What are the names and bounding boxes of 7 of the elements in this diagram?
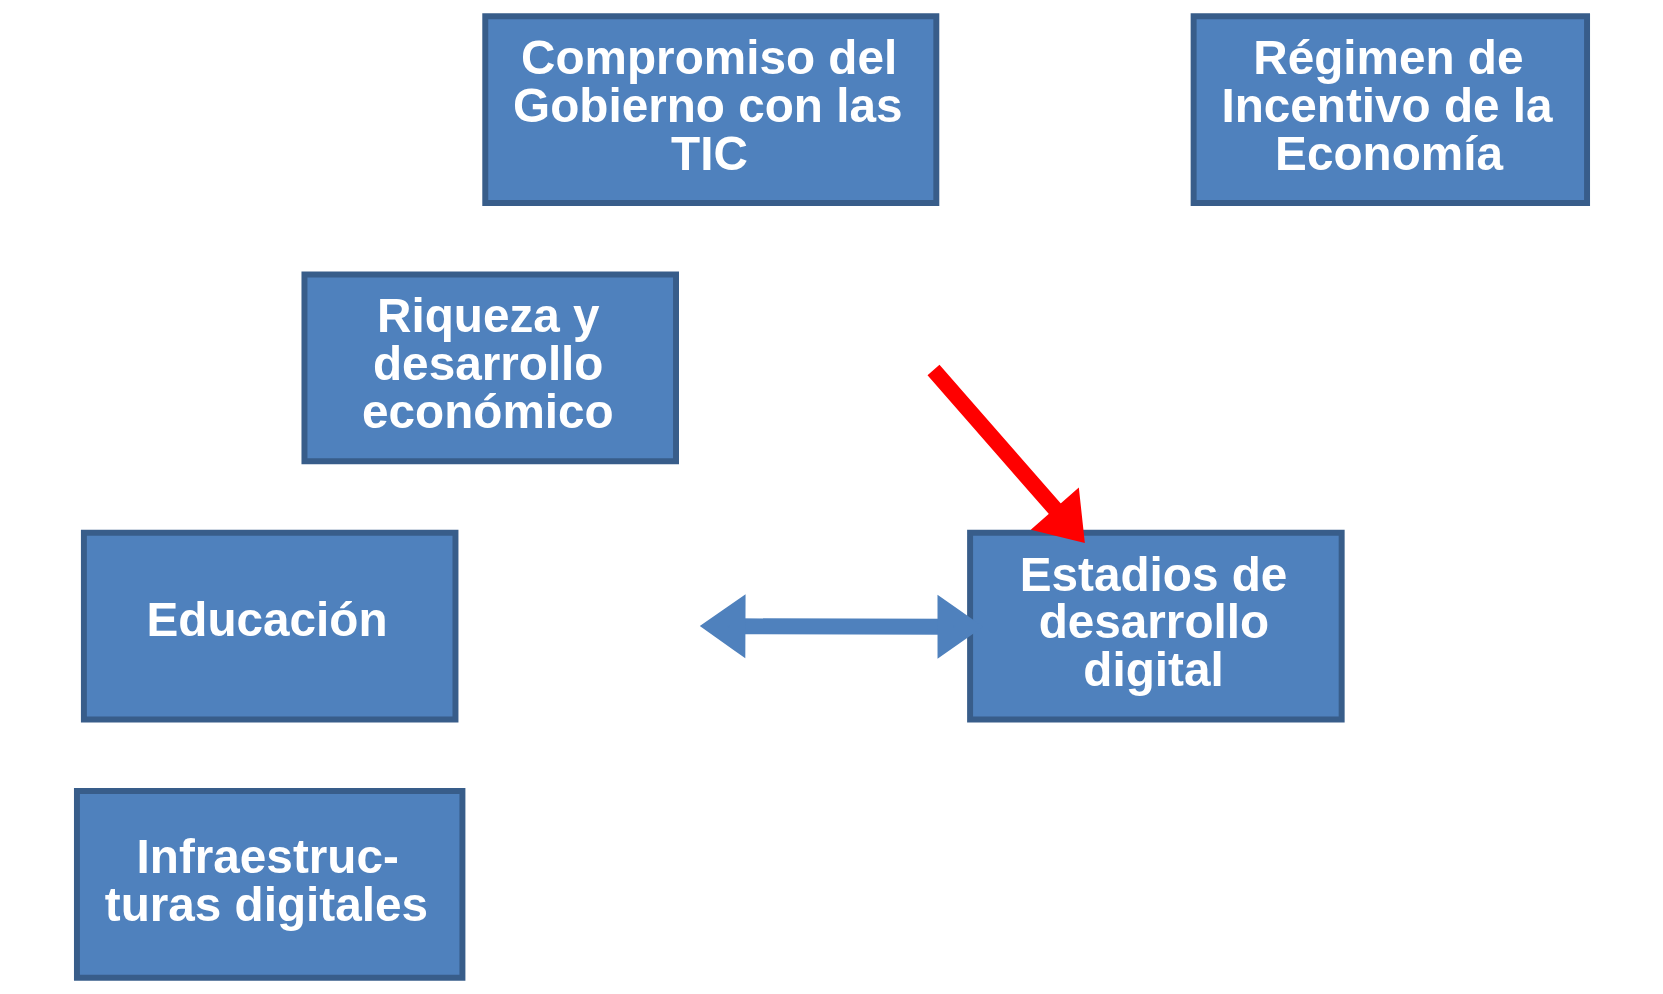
node-box: Educación bbox=[80, 529, 458, 723]
node-box: Compromiso del Gobierno con las TIC bbox=[481, 13, 939, 206]
node-box: Infraestruc- turas digitales bbox=[73, 788, 465, 981]
arrow bbox=[927, 364, 1085, 543]
node-box: Riqueza y desarrollo económico bbox=[300, 271, 679, 465]
node-box: Estadios de desarrollo digital bbox=[966, 529, 1345, 723]
node-box: Régimen de Incentivo de la Economía bbox=[1190, 13, 1590, 206]
